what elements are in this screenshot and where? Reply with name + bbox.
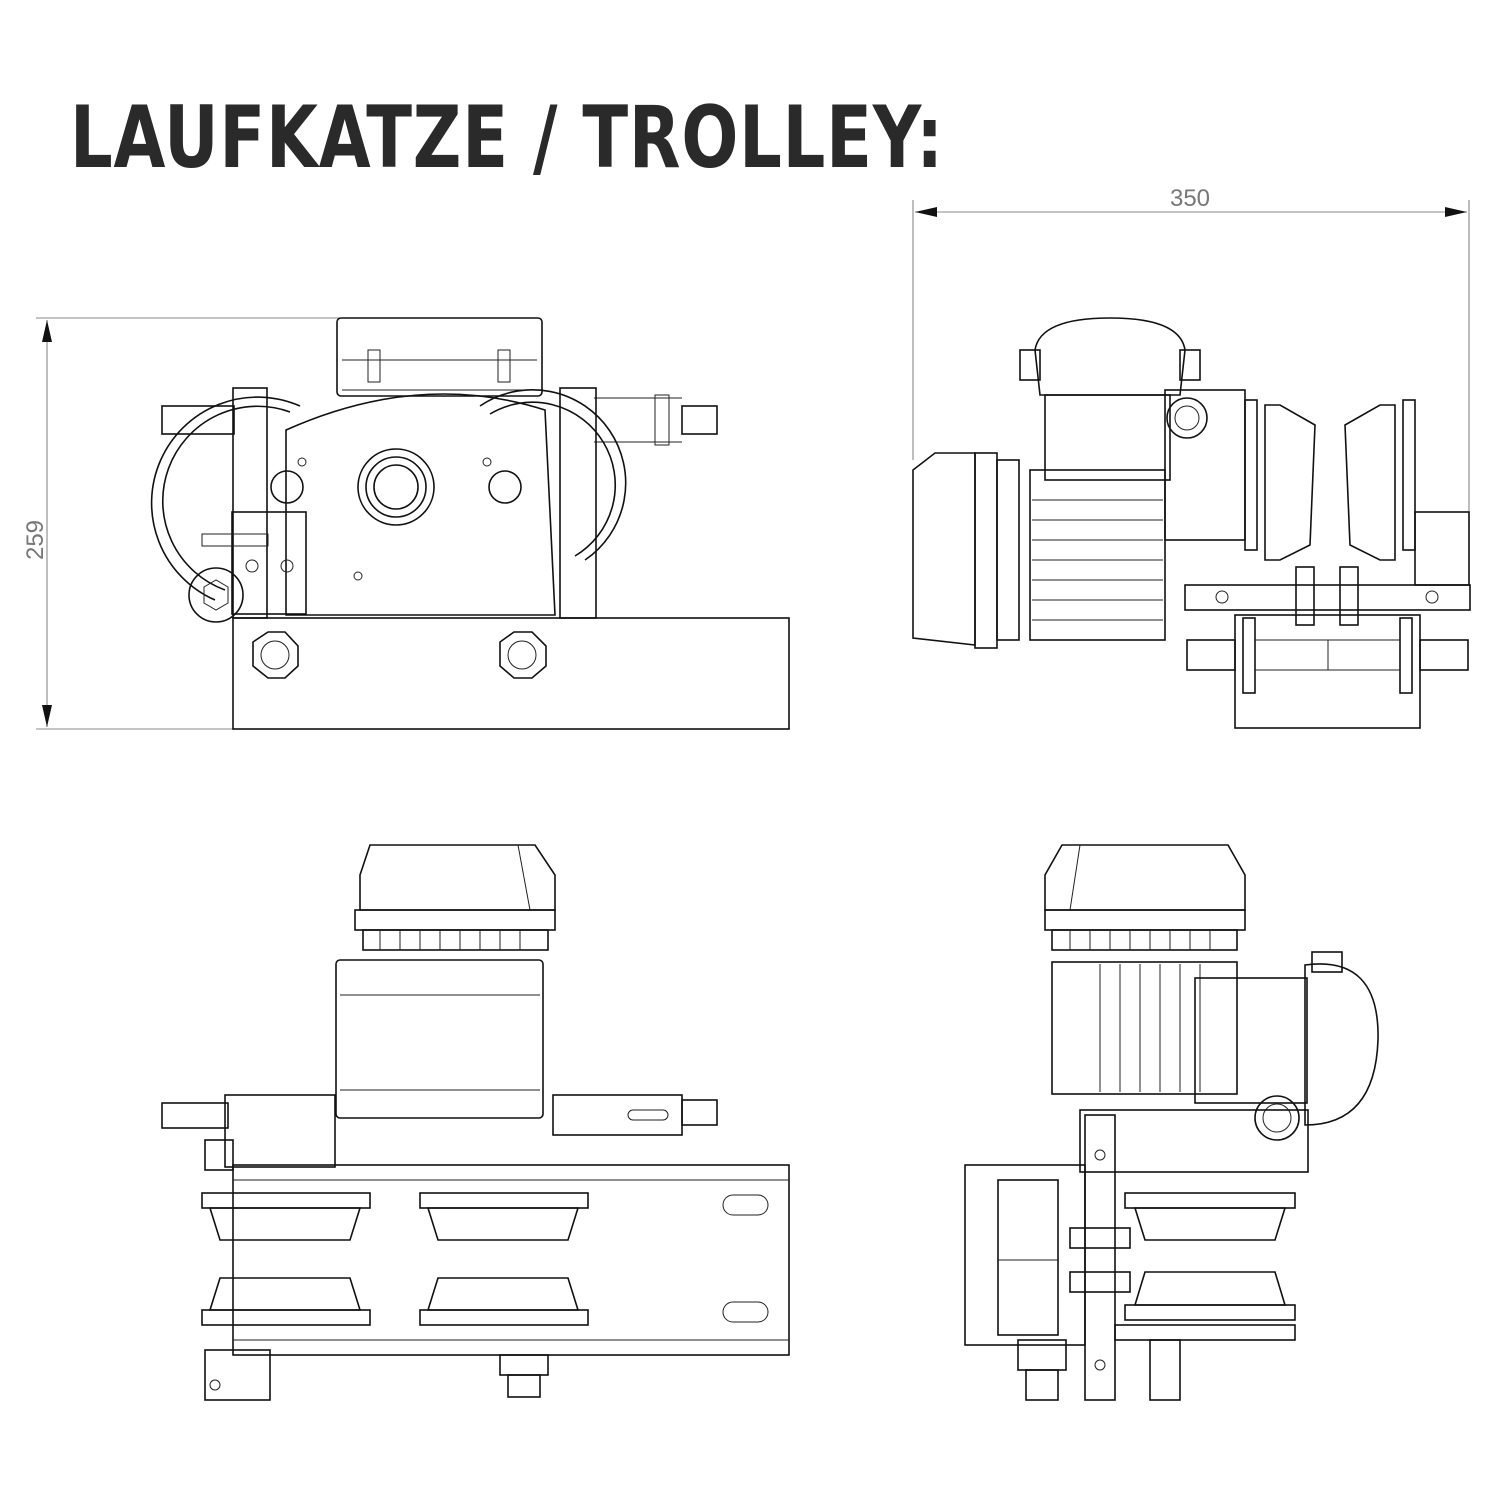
- height-dimension: 259: [22, 317, 340, 730]
- height-dimension-label: 259: [22, 520, 49, 560]
- width-dimension-label: 350: [1170, 185, 1210, 212]
- top-view: [161, 844, 790, 1401]
- side-view: [912, 317, 1471, 729]
- width-dimension: 350: [912, 185, 1470, 530]
- end-view: [964, 844, 1379, 1401]
- front-view: [150, 317, 790, 730]
- page-title: LAUFKATZE / TROLLEY:: [70, 88, 944, 188]
